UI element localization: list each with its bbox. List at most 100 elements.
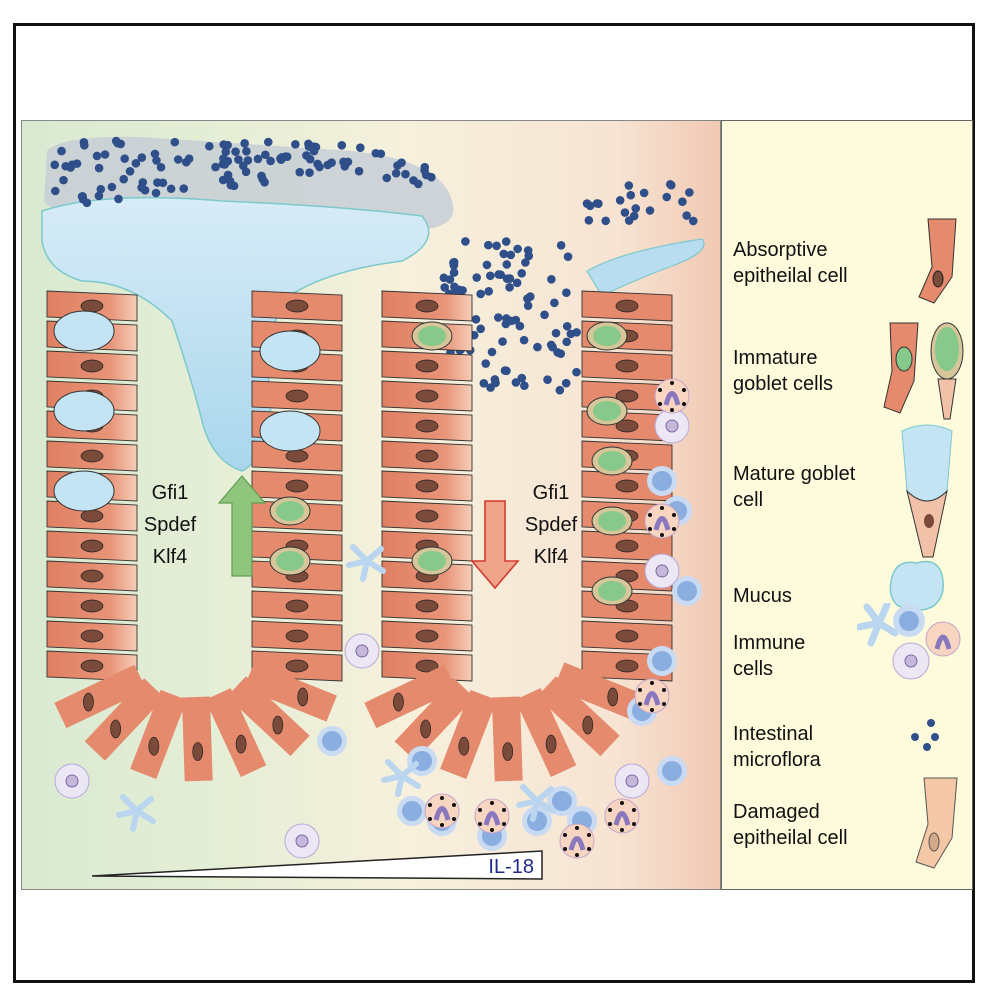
bacterium <box>517 269 527 278</box>
bacterium <box>562 321 572 331</box>
bacterium <box>481 359 491 368</box>
bacterium <box>125 166 135 176</box>
legend-label-damaged: Damaged epitheilal cell <box>733 801 848 849</box>
bacterium <box>502 274 512 283</box>
bacterium <box>111 136 121 146</box>
absorptive-epithelial-cell <box>181 696 213 782</box>
bacterium <box>449 268 459 277</box>
bacterium <box>540 310 549 320</box>
bacterium <box>50 186 60 196</box>
bacterium <box>229 181 239 191</box>
absorptive-cell-icon <box>918 218 957 304</box>
bacterium <box>114 194 123 204</box>
bacterium <box>645 206 655 215</box>
lymphocyte <box>672 576 702 606</box>
bacterium <box>311 142 321 152</box>
bacterium <box>626 190 636 200</box>
bacterium <box>205 141 214 151</box>
neutrophil <box>424 793 460 829</box>
absorptive-epithelial-cell <box>46 590 138 622</box>
bacterium <box>231 147 240 156</box>
bacterium <box>211 162 220 172</box>
bacterium <box>260 177 269 187</box>
absorptive-epithelial-cell <box>394 678 475 761</box>
bacterium <box>261 150 270 160</box>
bacterium <box>556 241 566 250</box>
absorptive-epithelial-cell <box>381 470 473 502</box>
bacterium <box>243 156 253 165</box>
bacterium <box>620 208 630 217</box>
right-gene-spdef: Spdef <box>525 514 578 536</box>
bacterium <box>523 246 533 255</box>
absorptive-epithelial-cell <box>130 689 187 779</box>
immature-goblet-cells-icon <box>883 322 964 420</box>
bacterium <box>547 275 556 284</box>
bacterium <box>476 324 485 334</box>
bacterium <box>315 162 324 172</box>
bacterium <box>615 196 625 205</box>
epithelial-cells <box>46 290 673 782</box>
bacterium <box>173 155 183 164</box>
bacterium <box>153 178 162 187</box>
bacterium <box>337 141 347 150</box>
macrophage <box>344 633 380 669</box>
bacterium <box>562 288 571 297</box>
immature-goblet-cell <box>591 576 633 606</box>
bacterium <box>304 142 314 151</box>
lymphocyte <box>647 466 677 496</box>
bacterium <box>440 283 449 292</box>
dendritic-cell <box>116 794 156 832</box>
bacterium <box>223 170 233 180</box>
bacterium <box>666 180 676 190</box>
bacterium <box>295 167 305 177</box>
bacterium <box>551 328 561 338</box>
legend-label-immature-goblet: Immature goblet cells <box>733 347 834 395</box>
bacterium <box>476 289 485 299</box>
immature-goblet-cell <box>269 546 311 576</box>
bacterium <box>502 366 511 376</box>
legend-label-microflora: Intestinal microflora <box>733 723 821 771</box>
immune-cells-icon <box>857 603 961 680</box>
bacterium <box>512 278 522 288</box>
bacterium <box>391 168 401 178</box>
bacterium <box>461 237 470 246</box>
bacterium <box>152 156 161 165</box>
bacterium <box>354 166 364 176</box>
bacterium <box>585 201 595 211</box>
bacterium <box>92 151 102 161</box>
illustration-panel: Gfi1 Spdef Klf4 Gfi1 Spdef Klf4 IL-18 <box>21 120 721 890</box>
bacterium <box>100 150 110 159</box>
bacterium <box>471 314 481 324</box>
absorptive-epithelial-cell <box>205 688 267 778</box>
bacterium <box>150 149 160 159</box>
bacterium <box>624 216 634 225</box>
absorptive-epithelial-cell <box>381 650 473 682</box>
bacterium <box>525 292 535 301</box>
bacterium <box>453 285 463 295</box>
bacterium <box>107 182 117 192</box>
bacterium <box>241 167 251 177</box>
neutrophil <box>559 823 595 859</box>
absorptive-epithelial-cell <box>581 620 673 652</box>
mature-goblet-cell <box>259 410 321 452</box>
bacterium <box>601 216 611 226</box>
absorptive-epithelial-cell <box>440 689 497 779</box>
absorptive-epithelial-cell <box>364 664 457 729</box>
bacterium <box>253 154 263 164</box>
bacterium <box>166 184 176 194</box>
bacterium <box>523 301 533 311</box>
damaged-cell-icon <box>915 777 958 869</box>
bacterium <box>484 287 494 296</box>
bacterium <box>624 181 634 190</box>
bacterium <box>137 153 147 162</box>
mature-goblet-cell-icon <box>901 424 953 558</box>
bacterium <box>592 199 602 208</box>
immature-goblet-cell <box>411 321 453 351</box>
bacterium <box>61 161 71 171</box>
legend-label-absorptive: Absorptive epitheilal cell <box>733 239 848 287</box>
bacterium <box>179 184 189 193</box>
bacterium <box>543 375 552 384</box>
absorptive-epithelial-cell <box>54 664 147 729</box>
bacterium <box>482 260 492 270</box>
bacterium <box>305 168 314 178</box>
